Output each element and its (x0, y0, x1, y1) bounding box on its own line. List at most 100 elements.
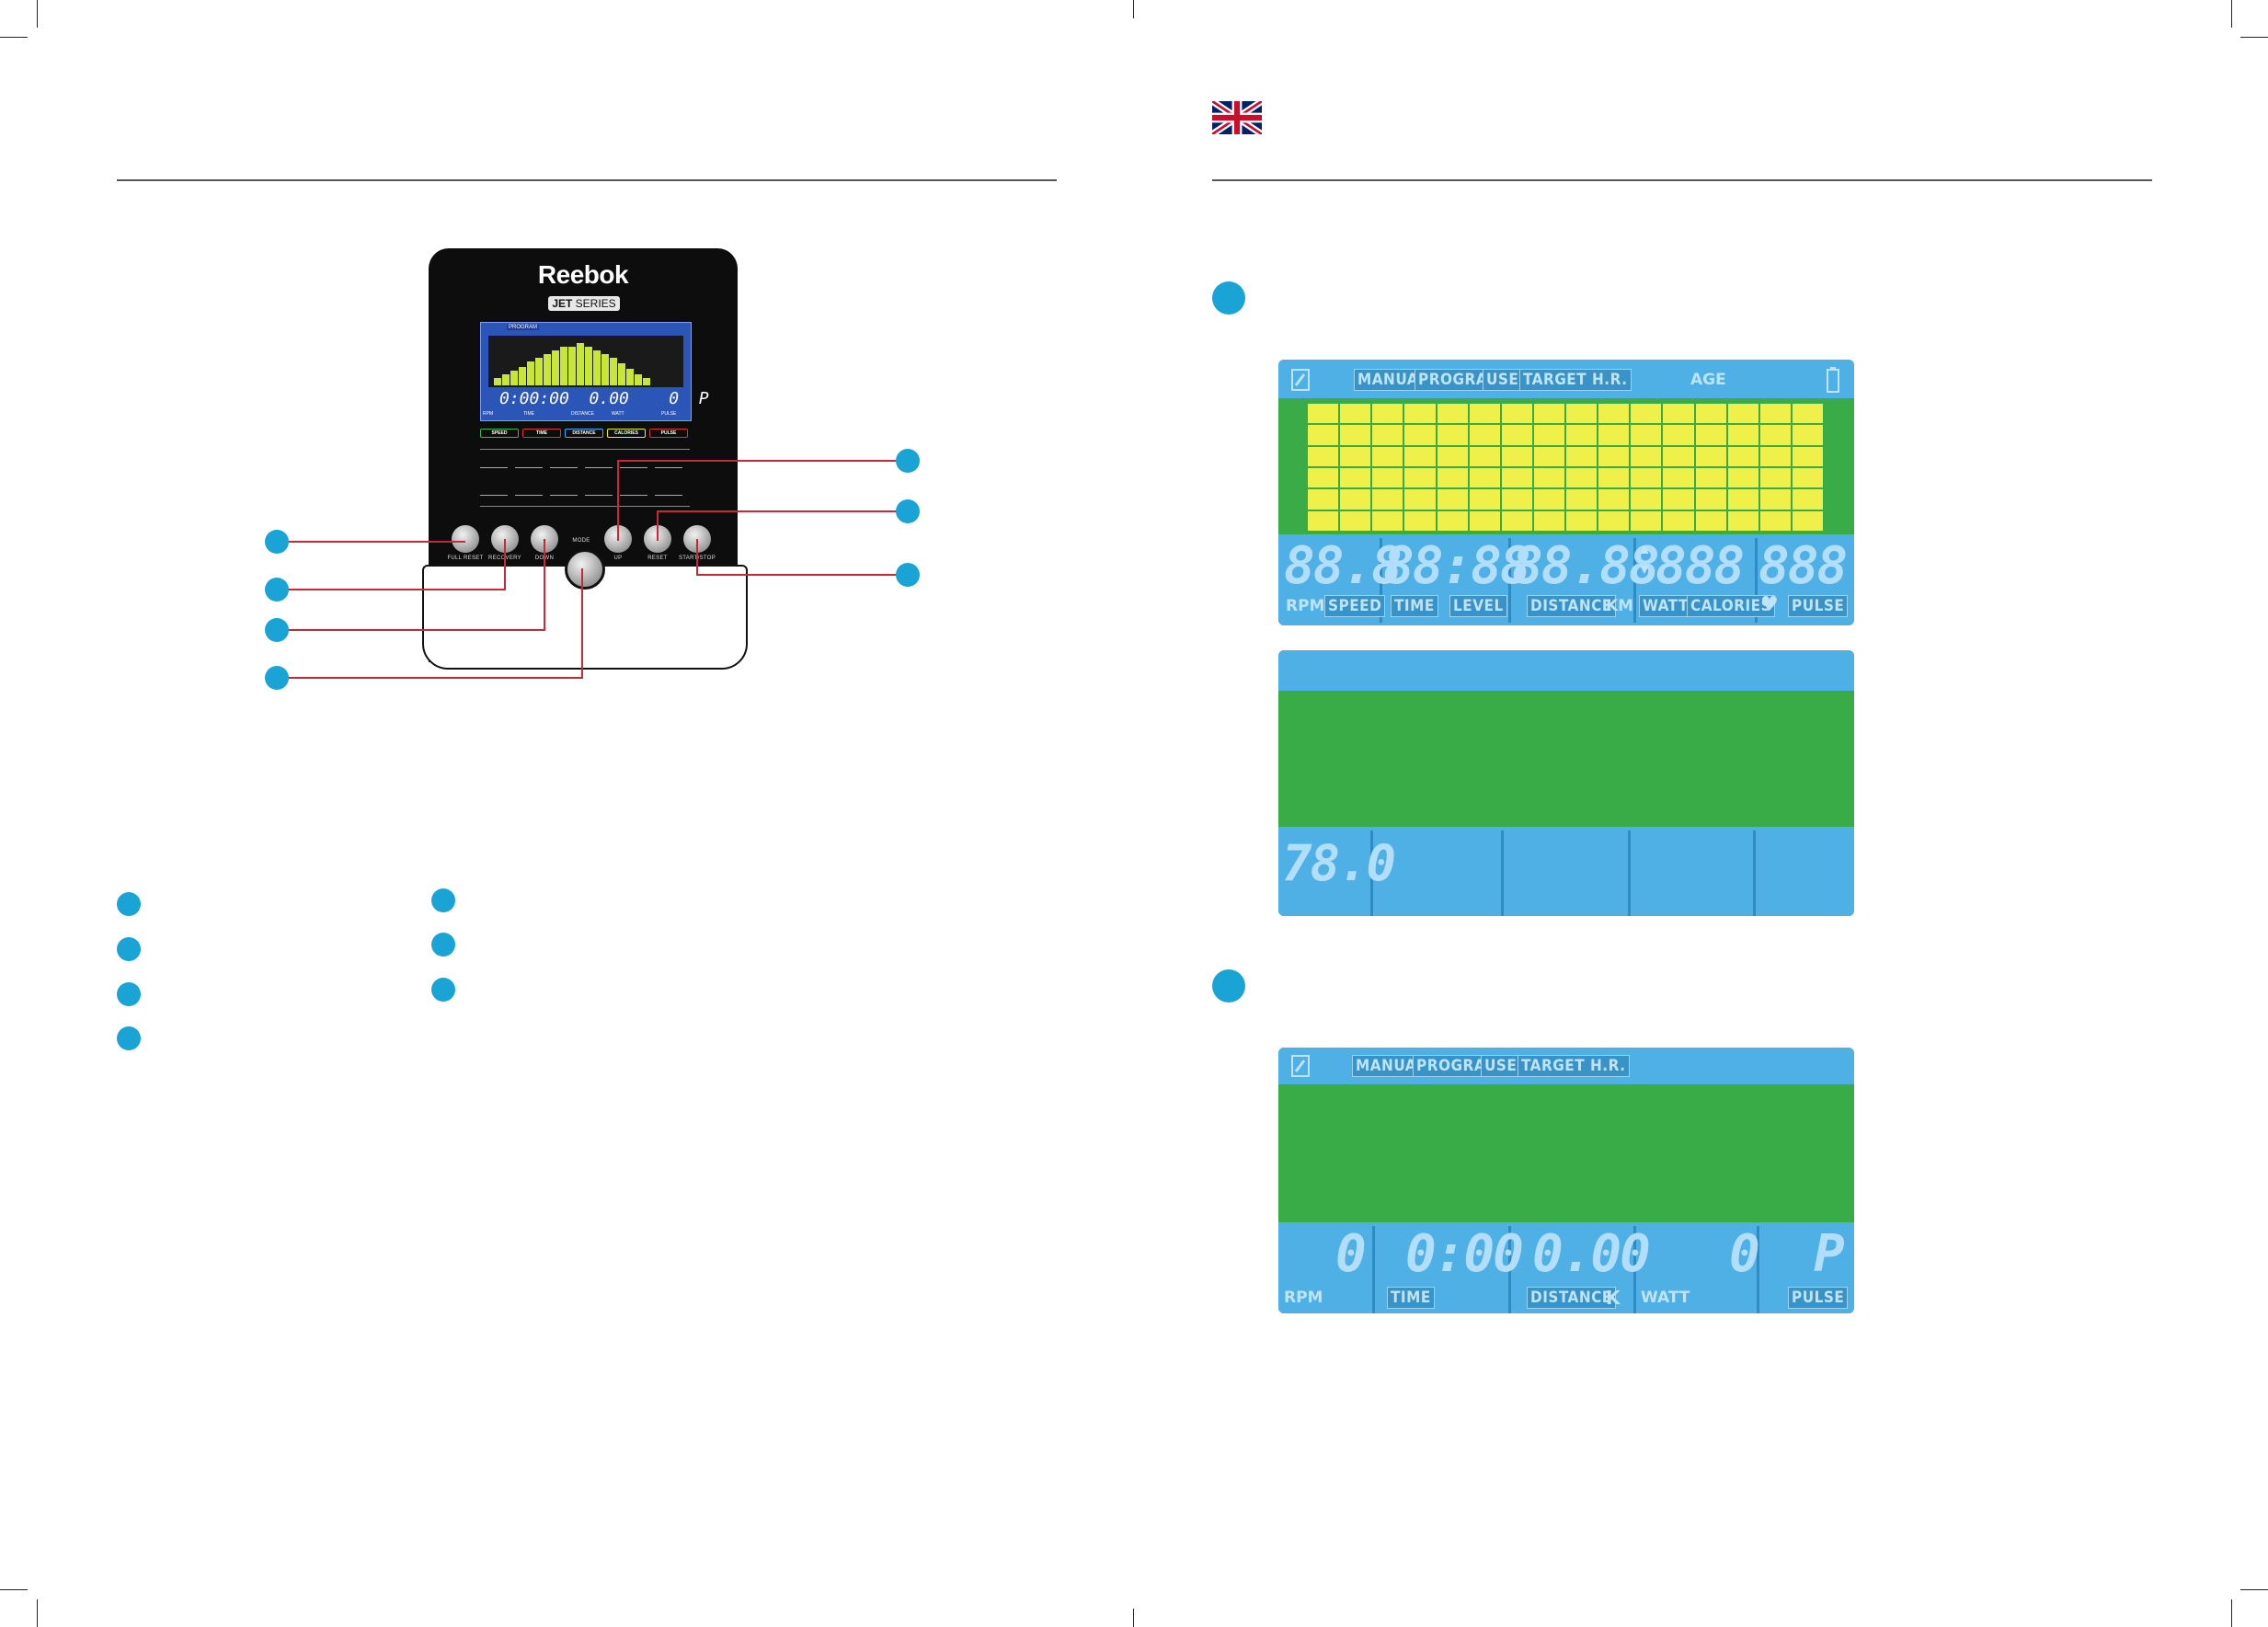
lcd3-divider (1757, 1226, 1759, 1313)
full-reset-button[interactable] (452, 525, 479, 553)
profile-p4 (585, 458, 613, 468)
callout-dot (265, 578, 289, 602)
mini-label-pulse: PULSE (661, 411, 677, 417)
profile-divider (480, 506, 690, 507)
lcd3-label-unit: K (1606, 1287, 1621, 1309)
profile-p8 (515, 486, 543, 496)
profile-p6 (655, 458, 682, 468)
lcd1-divider (1755, 538, 1758, 623)
lcd1-digit-pulse: 888 (1758, 536, 1848, 596)
callout-line (277, 677, 582, 679)
lcd1-label-rpm: RPM (1286, 597, 1325, 615)
lcd1-label-km: KM (1606, 597, 1634, 615)
lcd3-tag-target-hr: TARGET H.R. (1518, 1055, 1630, 1077)
lcd1-label-speed: SPEED (1324, 595, 1386, 617)
uk-flag-icon (1212, 101, 1262, 134)
callout-dot (896, 449, 920, 473)
func-label-calories: CALORIES (607, 429, 646, 438)
lcd3-readout-distance: 0.00 (1532, 1224, 1651, 1284)
lcd2-divider (1753, 831, 1756, 916)
series-text: SERIES (575, 297, 616, 310)
profile-p9 (550, 486, 578, 496)
callout-dot (265, 618, 289, 642)
func-label-distance: DISTANCE (565, 429, 603, 438)
lcd3-divider (1372, 1226, 1375, 1313)
lcd3-label-rpm: RPM (1284, 1289, 1323, 1307)
lcd1-divider (1380, 538, 1382, 623)
callout-line (277, 629, 544, 631)
wrench-icon (1291, 1055, 1310, 1077)
crop-mark (2231, 1599, 2232, 1627)
func-label-speed: SPEED (480, 429, 519, 438)
profile-divider (480, 449, 690, 450)
lcd3-readout-pulse: P (1814, 1224, 1845, 1284)
callout-line (277, 589, 505, 590)
lcd1-label-calories: CALORIES (1687, 595, 1776, 617)
brand-logo: Reebok (537, 260, 629, 289)
mini-label-watt: WATT (612, 411, 624, 417)
lcd3-graph-area (1278, 1084, 1854, 1222)
callout-line (657, 510, 659, 541)
legend-dot (117, 892, 141, 916)
lcd3-readout-rpm: 0 (1335, 1224, 1367, 1284)
lcd1-digit-rpm: 88.8 (1284, 536, 1403, 596)
console-mini-lcd: PROGRAM 0:00:00 0.00 0 P RPM TIME DISTAN… (480, 322, 709, 421)
lcd1-digit-watt: 888 (1655, 536, 1745, 596)
crop-mark (2240, 37, 2268, 38)
series-bold: JET (552, 297, 573, 310)
battery-icon (1827, 367, 1839, 393)
lcd3-label-pulse: PULSE (1788, 1287, 1849, 1309)
profile-p1 (480, 458, 508, 468)
lcd-idle: MANUAL PROGRAM USER TARGET H.R. 0 0:00 0… (1278, 1048, 1854, 1313)
mini-label-time: TIME (523, 411, 534, 417)
lcd1-tag-target-hr: TARGET H.R. (1519, 369, 1632, 391)
mode-button[interactable] (565, 549, 605, 590)
legend-dot (431, 933, 455, 957)
callout-dot (896, 499, 920, 523)
section-dot-1 (1212, 281, 1245, 315)
lcd-all-segments: MANUAL PROGRAM USER TARGET H.R. AGE 88.8… (1278, 360, 1854, 625)
left-header-rule (117, 179, 1057, 181)
profile-p12 (655, 486, 682, 496)
profile-p2 (515, 458, 543, 468)
heart-icon: ♥ (1760, 593, 1779, 616)
callout-line (617, 460, 619, 541)
crop-mark (0, 1589, 28, 1590)
lcd1-arrows: ▲▼ (1637, 542, 1652, 578)
callout-dot (265, 530, 289, 554)
up-label: UP (613, 556, 623, 561)
lcd1-label-time: TIME (1391, 595, 1438, 617)
wrench-icon (1291, 369, 1310, 391)
mini-bar-profile (494, 341, 650, 385)
callout-line (696, 539, 698, 576)
profile-p7 (480, 486, 508, 496)
legend-dot (117, 982, 141, 1006)
callout-line (277, 541, 465, 543)
profile-p10 (585, 486, 613, 496)
lcd1-label-watt: WATT (1639, 595, 1692, 617)
callout-dot (265, 666, 289, 690)
series-badge: JET SERIES (548, 296, 620, 311)
lcd1-label-pulse: PULSE (1788, 595, 1849, 617)
full-reset-label: FULL RESET (447, 556, 484, 561)
lcd3-divider (1508, 1226, 1511, 1313)
section-dot-2 (1212, 969, 1245, 1003)
lcd2-top-bar (1278, 650, 1854, 689)
legend-dot (431, 978, 455, 1002)
callout-line (657, 510, 907, 512)
lcd1-divider (1508, 538, 1511, 623)
profile-p3 (550, 458, 578, 468)
mini-readout: 0:00:00 0.00 0 P (499, 389, 709, 408)
lcd1-label-distance: DISTANCE (1527, 595, 1616, 617)
mini-program-tag: PROGRAM (507, 325, 540, 330)
func-label-pulse: PULSE (649, 429, 688, 438)
callout-dot (896, 563, 920, 587)
profile-p5 (620, 458, 647, 468)
lcd3-label-distance: DISTANCE (1527, 1287, 1616, 1309)
crop-mark (1133, 1609, 1134, 1627)
lcd3-readout-watt: 0 (1729, 1224, 1760, 1284)
lcd-blank: 78.0 (1278, 650, 1854, 916)
lcd3-divider (1633, 1226, 1636, 1313)
lcd1-age: AGE (1690, 371, 1726, 389)
callout-line (696, 574, 907, 576)
